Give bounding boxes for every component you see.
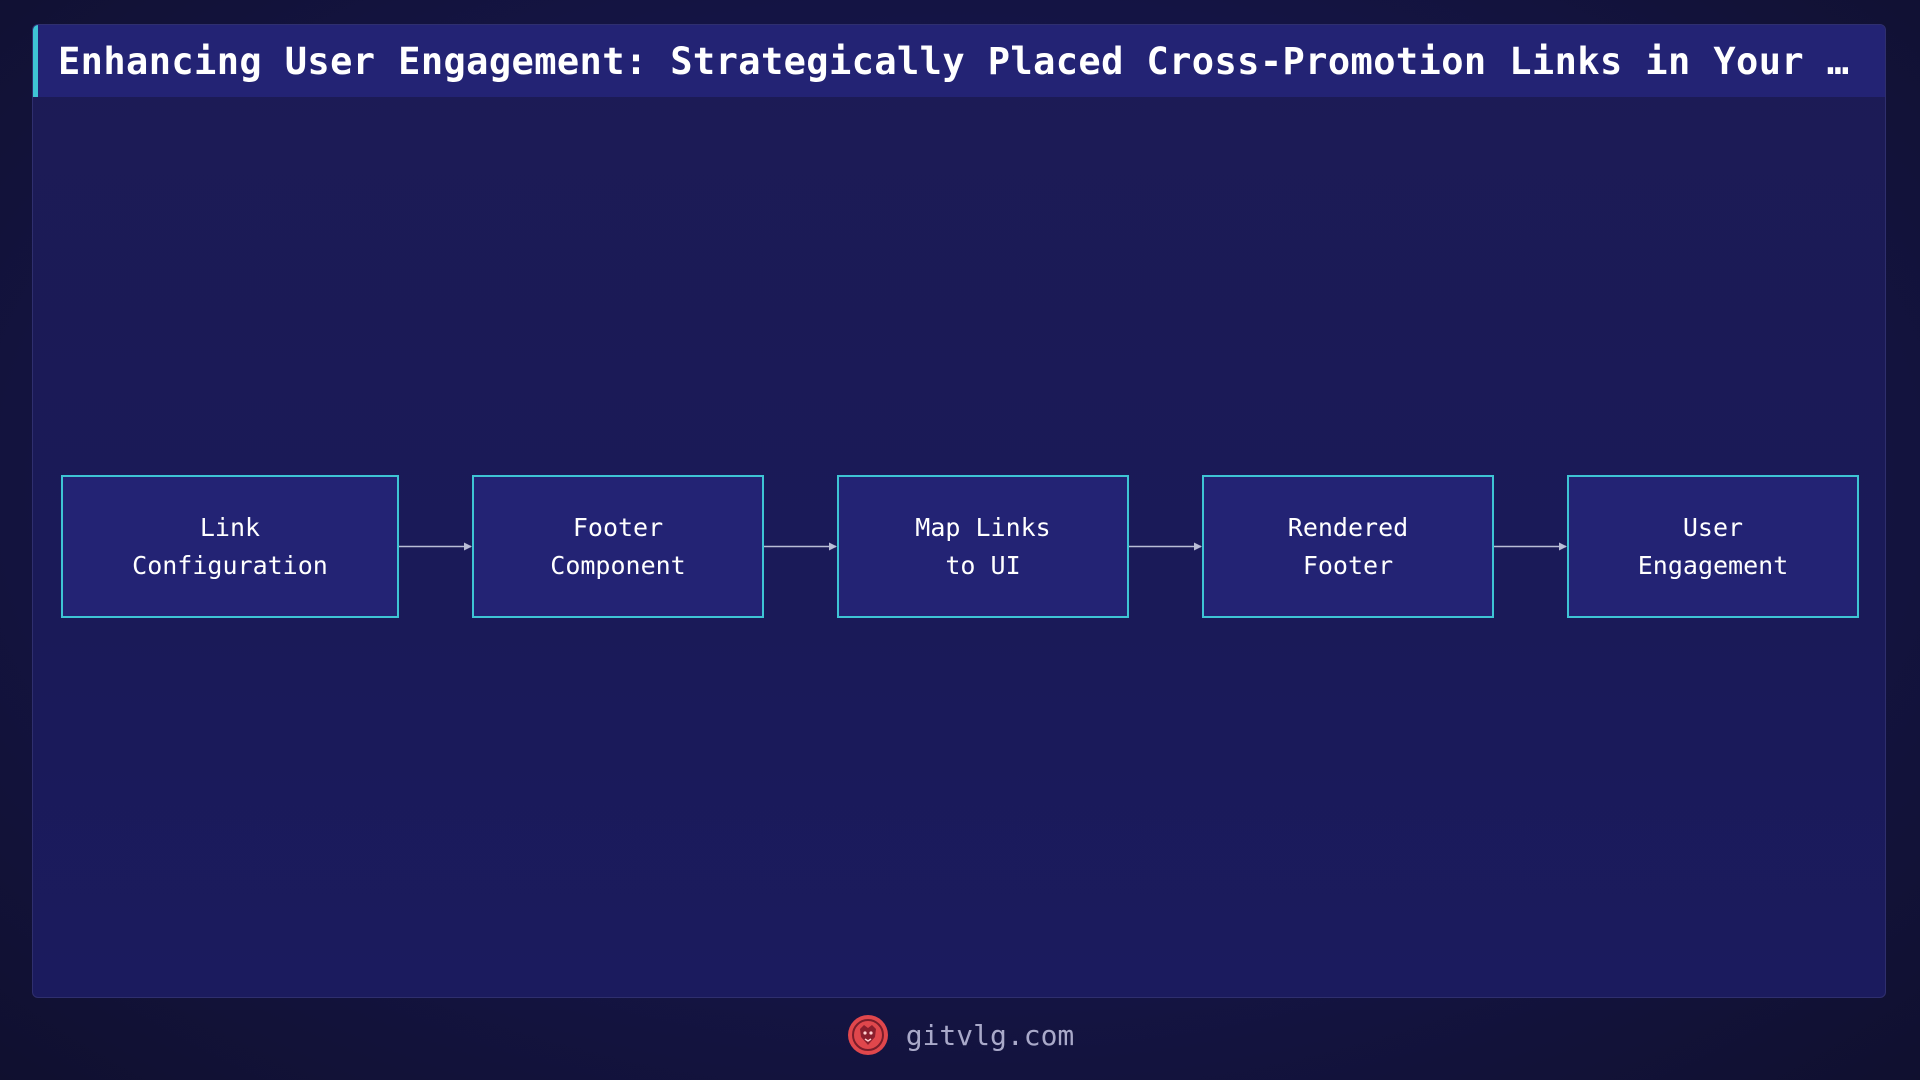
footer-site-label[interactable]: gitvlg.com [905,1018,1075,1052]
flow-node-user-engagement: User Engagement [1567,475,1859,618]
flow-node-map-links-to-ui: Map Links to UI [837,475,1129,618]
page-title: Enhancing User Engagement: Strategically… [58,39,1861,83]
flow-node-rendered-footer: Rendered Footer [1202,475,1494,618]
flow-node-link-configuration: Link Configuration [61,475,399,618]
lion-head-icon [847,1015,888,1055]
flow-node-footer-component: Footer Component [472,475,764,618]
title-bar: Enhancing User Engagement: Strategically… [33,25,1885,97]
footer: gitvlg.com [0,1010,1920,1060]
